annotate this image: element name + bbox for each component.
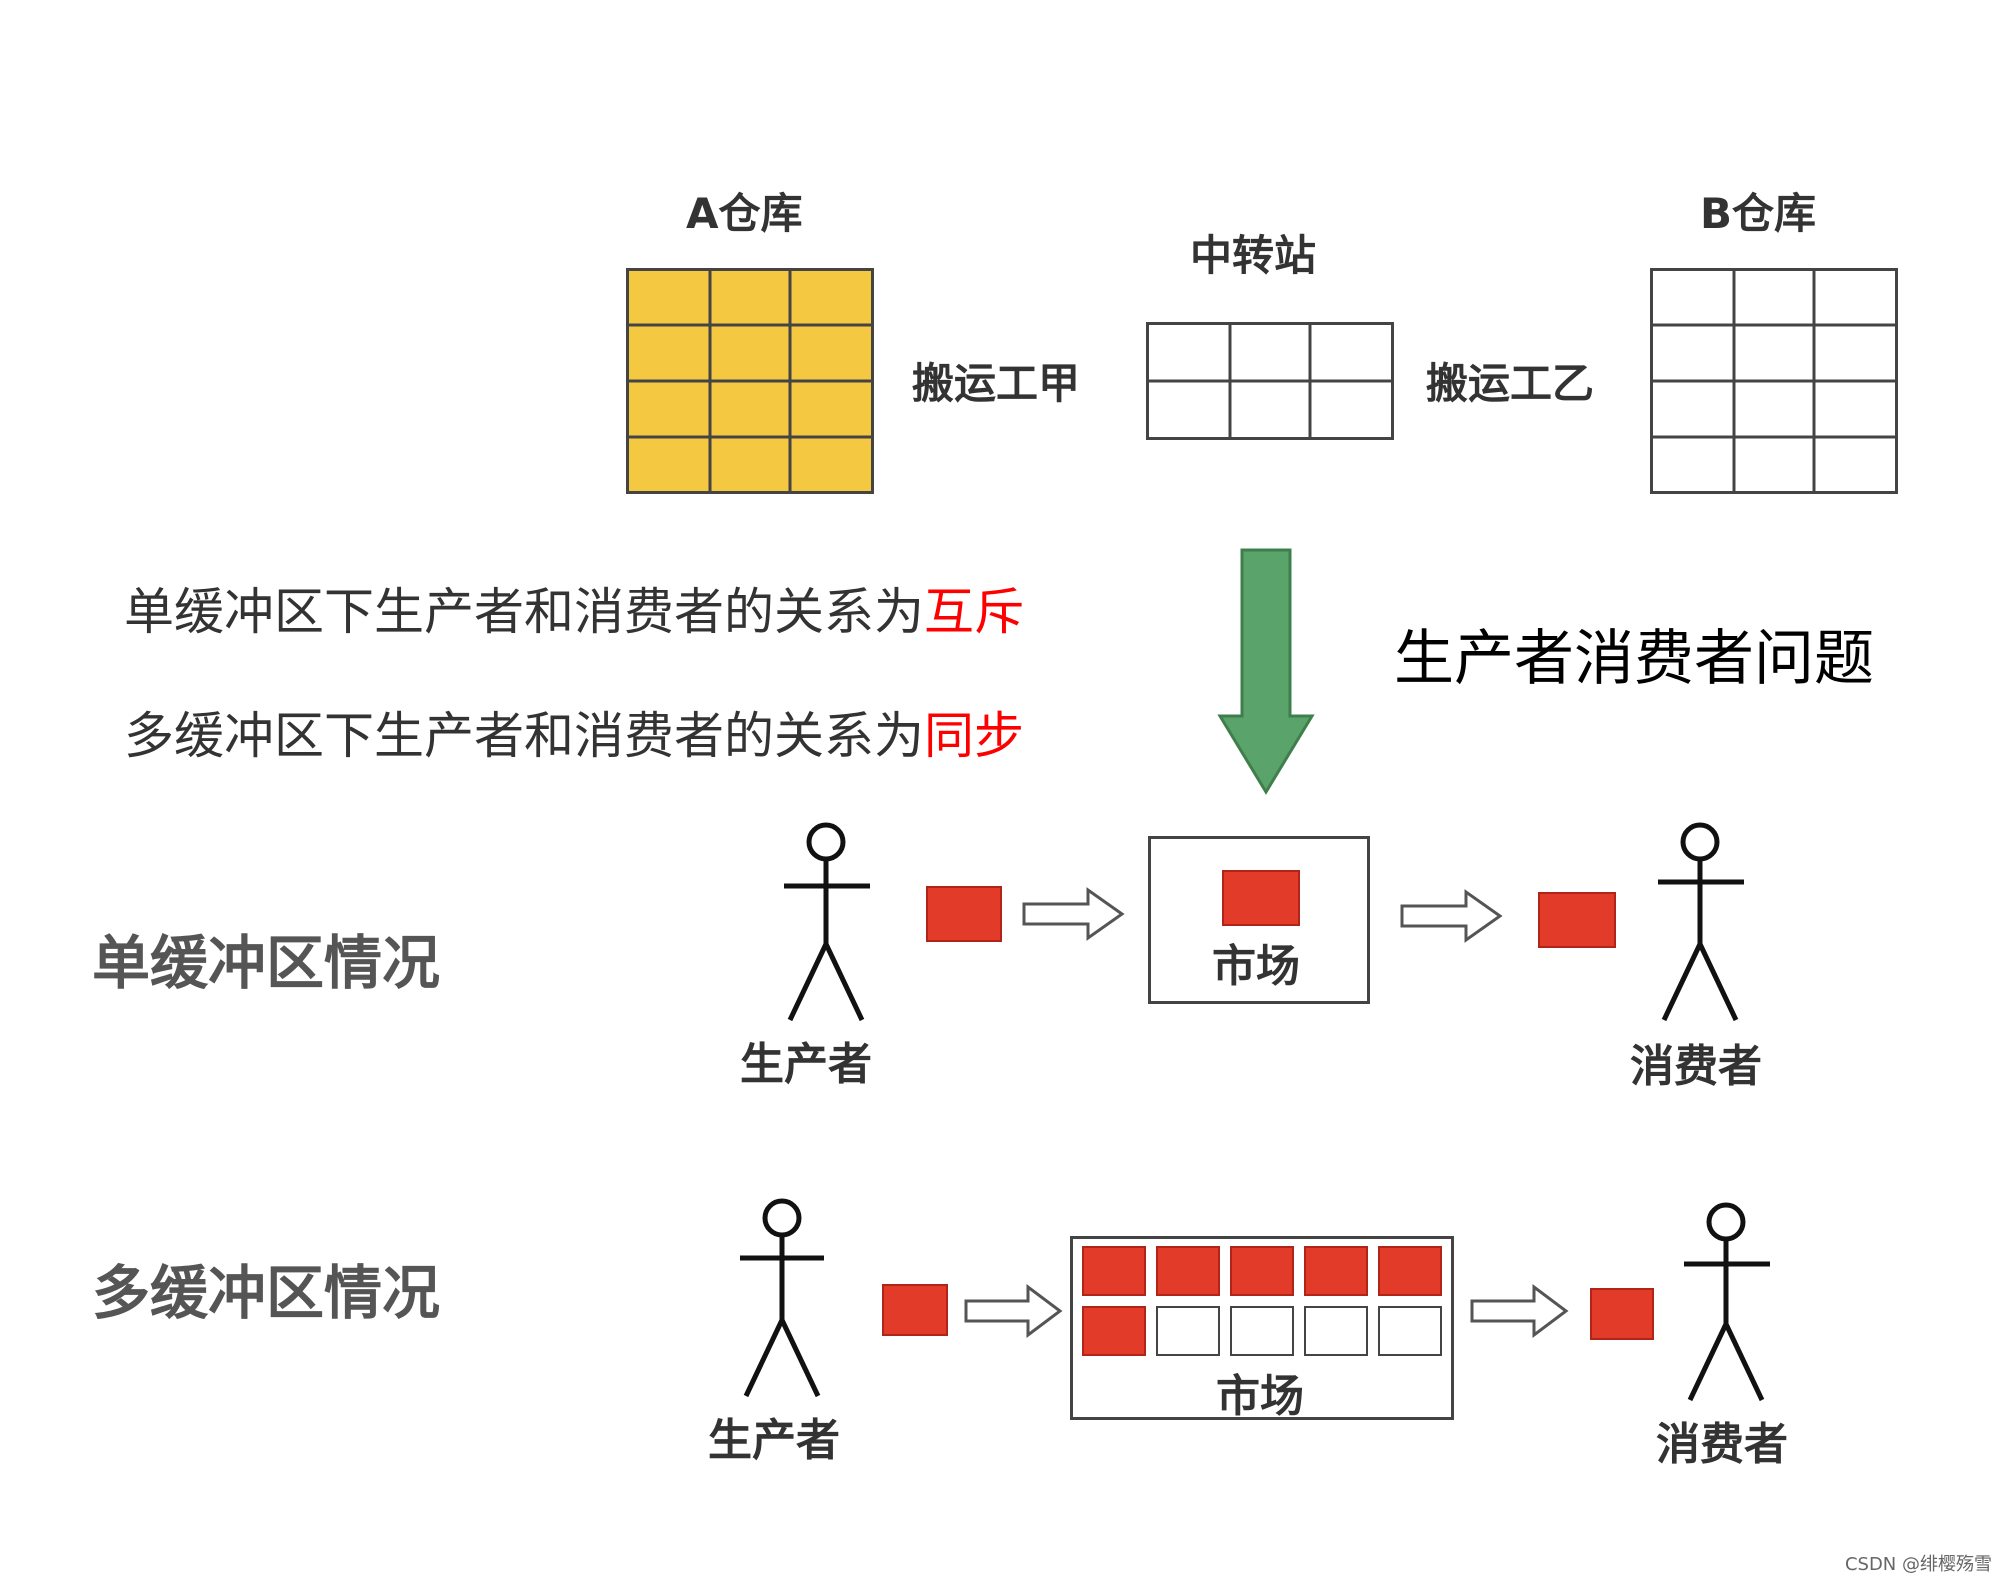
transfer-station-grid [1146, 322, 1394, 440]
single-producer-label: 生产者 [740, 1039, 872, 1090]
down-arrow-icon [1217, 548, 1315, 795]
single-buffer-statement: 单缓冲区下生产者和消费者的关系为互斥 [124, 572, 1024, 644]
single-arrow-to-consumer-icon [1400, 889, 1503, 943]
multi-consumer-label: 消费者 [1656, 1419, 1788, 1470]
multi-market-slot-filled [1304, 1246, 1368, 1296]
multi-market-slot-filled [1378, 1246, 1442, 1296]
multi-market-slot-filled [1082, 1306, 1146, 1356]
multi-arrow-to-consumer-icon [1470, 1284, 1569, 1338]
multi-buffer-statement-prefix: 多缓冲区下生产者和消费者的关系为 [124, 707, 924, 765]
multi-market-slot-empty [1304, 1306, 1368, 1356]
single-market-item [1222, 870, 1300, 926]
single-arrow-to-market-icon [1022, 887, 1125, 941]
single-market-label: 市场 [1212, 941, 1300, 992]
single-buffer-relation: 互斥 [924, 583, 1024, 641]
multi-market-slot-empty [1156, 1306, 1220, 1356]
multi-producer-label: 生产者 [708, 1415, 840, 1466]
single-consumed-item [1538, 892, 1616, 948]
warehouse-a-grid [626, 268, 874, 494]
single-buffer-section-label: 单缓冲区情况 [92, 929, 441, 997]
multi-arrow-to-market-icon [964, 1284, 1063, 1338]
multi-buffer-section-label: 多缓冲区情况 [92, 1259, 441, 1327]
multi-market-slot-filled [1156, 1246, 1220, 1296]
producer-stick-figure-icon [784, 822, 870, 1022]
multi-produced-item [882, 1284, 948, 1336]
warehouse-b-label: B仓库 [1700, 189, 1817, 238]
warehouse-a-label: A仓库 [686, 189, 803, 238]
multi-market-slot-filled [1082, 1246, 1146, 1296]
single-produced-item [926, 886, 1002, 942]
multi-consumed-item [1590, 1288, 1654, 1340]
multi-market-slot-filled [1230, 1246, 1294, 1296]
multi-buffer-relation: 同步 [924, 707, 1024, 765]
consumer-stick-figure-icon [1684, 1202, 1770, 1402]
single-buffer-statement-prefix: 单缓冲区下生产者和消费者的关系为 [124, 583, 924, 641]
transfer-station-label: 中转站 [1190, 231, 1317, 280]
worker-a-label: 搬运工甲 [912, 359, 1081, 408]
single-consumer-label: 消费者 [1630, 1041, 1762, 1092]
multi-market-slot-empty [1378, 1306, 1442, 1356]
multi-market-slot-empty [1230, 1306, 1294, 1356]
consumer-stick-figure-icon [1658, 822, 1744, 1022]
multi-buffer-statement: 多缓冲区下生产者和消费者的关系为同步 [124, 696, 1024, 768]
producer-stick-figure-icon [740, 1198, 824, 1398]
watermark: CSDN @绯樱殇雪 [1844, 1554, 1992, 1575]
warehouse-b-grid [1650, 268, 1898, 494]
problem-title: 生产者消费者问题 [1394, 624, 1874, 694]
worker-b-label: 搬运工乙 [1426, 359, 1595, 408]
multi-market-label: 市场 [1216, 1371, 1304, 1422]
